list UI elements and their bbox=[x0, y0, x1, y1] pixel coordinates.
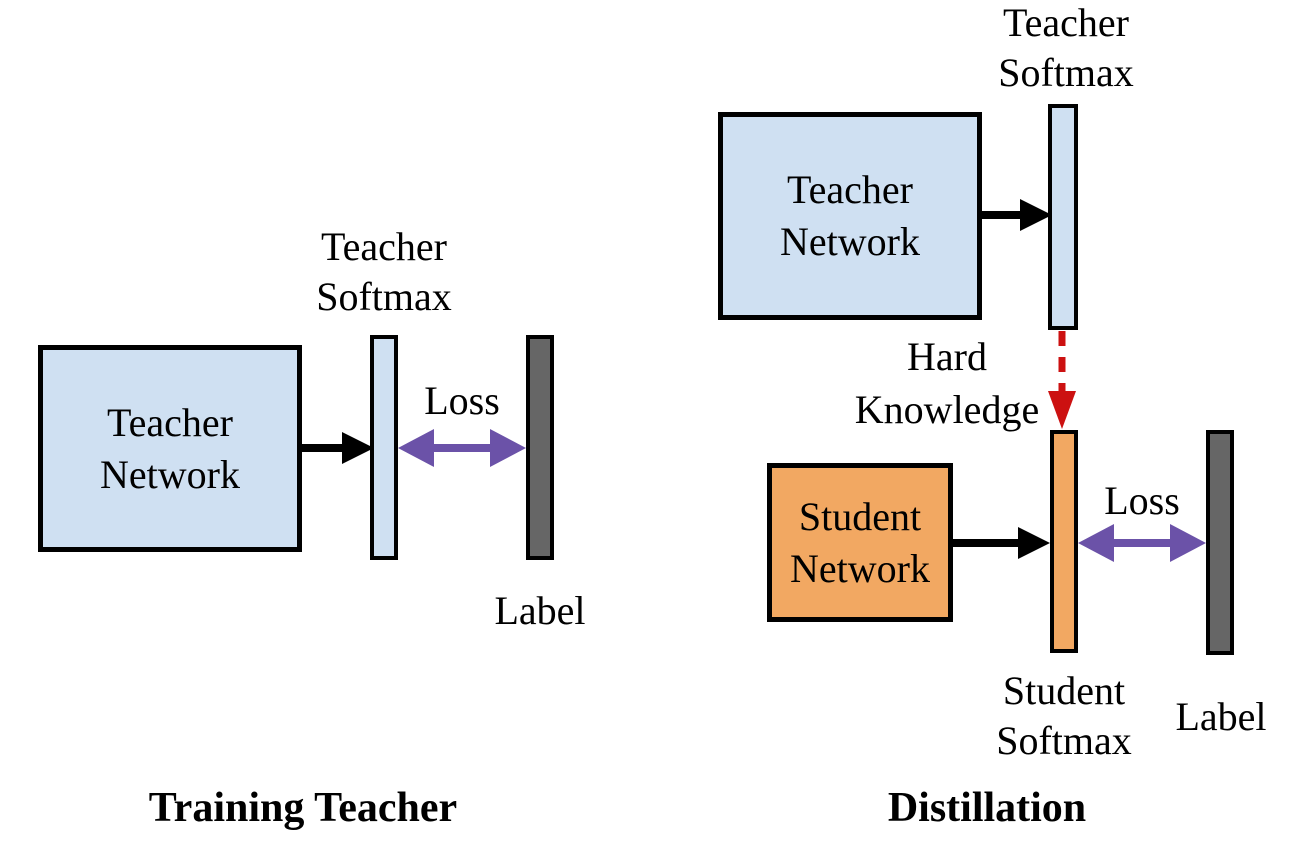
left-teacher-softmax-line2: Softmax bbox=[316, 274, 452, 319]
right-label-bar bbox=[1206, 430, 1234, 655]
right-teacher-softmax-label: Teacher Softmax bbox=[956, 0, 1176, 98]
right-teacher-network-box: Teacher Network bbox=[718, 112, 982, 320]
left-teacher-softmax-label: Teacher Softmax bbox=[274, 222, 494, 322]
student-softmax-label: Student Softmax bbox=[954, 666, 1174, 766]
right-label-text: Label bbox=[1175, 694, 1267, 739]
student-softmax-line1: Student bbox=[1002, 668, 1126, 713]
right-teacher-softmax-line2: Softmax bbox=[998, 50, 1134, 95]
student-network-label: Student Network bbox=[790, 493, 930, 591]
hard-knowledge-label: Hard Knowledge bbox=[797, 330, 1097, 436]
hard-knowledge-line1: Hard bbox=[907, 334, 987, 379]
left-label-text: Label bbox=[494, 588, 586, 633]
hard-knowledge-arrow-icon bbox=[1048, 331, 1076, 429]
left-caption: Training Teacher bbox=[148, 785, 458, 831]
hard-knowledge-line2: Knowledge bbox=[854, 387, 1040, 432]
student-network-box: Student Network bbox=[767, 463, 953, 622]
right-teacher-softmax-bar bbox=[1048, 104, 1078, 330]
right-teacher-forward-arrow-icon bbox=[978, 199, 1052, 231]
right-loss-double-arrow-icon bbox=[1078, 524, 1206, 562]
student-forward-arrow-icon bbox=[949, 527, 1050, 559]
left-teacher-network-label: Teacher Network bbox=[100, 399, 240, 497]
left-label-bar bbox=[526, 335, 554, 560]
right-teacher-softmax-line1: Teacher bbox=[1003, 0, 1129, 45]
left-teacher-softmax-line1: Teacher bbox=[321, 224, 447, 269]
right-loss-label: Loss bbox=[1104, 478, 1180, 523]
student-softmax-bar bbox=[1050, 430, 1078, 653]
right-caption: Distillation bbox=[887, 785, 1087, 831]
right-teacher-network-label: Teacher Network bbox=[780, 167, 920, 264]
left-loss-label: Loss bbox=[424, 378, 500, 423]
left-forward-arrow-icon bbox=[298, 432, 374, 464]
student-softmax-line2: Softmax bbox=[996, 718, 1132, 763]
left-teacher-network-box: Teacher Network bbox=[38, 345, 302, 552]
left-teacher-softmax-bar bbox=[370, 335, 398, 560]
left-loss-double-arrow-icon bbox=[398, 429, 526, 467]
